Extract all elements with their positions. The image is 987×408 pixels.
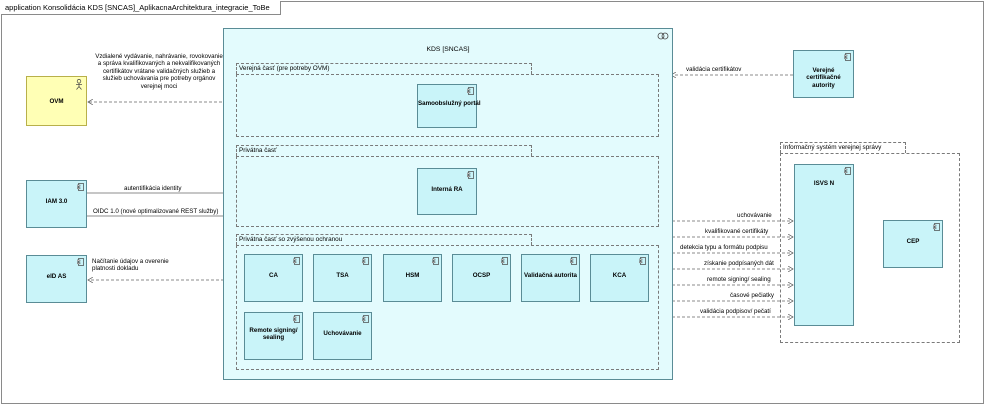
portal-label: Samoobslužný portál bbox=[418, 100, 481, 107]
component-icon bbox=[570, 257, 577, 265]
flow-iam-auth-label: autentifikácia identity bbox=[124, 185, 182, 192]
isvs-component[interactable]: ISVS N bbox=[794, 164, 854, 326]
component-icon bbox=[432, 257, 439, 265]
isvs-label: ISVS N bbox=[813, 180, 835, 187]
cert-authority-label: Verejné certifikačné autority bbox=[806, 67, 841, 89]
component-icon bbox=[362, 315, 369, 323]
flow-eid-label: Načítanie údajov a overenie platnosti do… bbox=[92, 258, 169, 273]
flow-isvs-label: časové pečiatky bbox=[730, 292, 775, 299]
module-storage[interactable]: Uchovávanie bbox=[313, 312, 372, 360]
component-icon bbox=[293, 315, 300, 323]
component-icon bbox=[501, 257, 508, 265]
flow-cert-label: validácia certifikátov bbox=[686, 66, 742, 73]
group-public bbox=[236, 74, 659, 137]
eid-component[interactable]: eID AS bbox=[26, 255, 87, 303]
ovm-actor[interactable]: OVM bbox=[26, 76, 87, 126]
module-ocsp[interactable]: OCSP bbox=[452, 254, 511, 302]
component-icon bbox=[844, 53, 851, 61]
module-validation-authority[interactable]: Validačná autorita bbox=[521, 254, 580, 302]
group-isvs bbox=[780, 153, 960, 343]
module-hsm[interactable]: HSM bbox=[383, 254, 442, 302]
group-secure bbox=[236, 245, 659, 370]
component-icon bbox=[77, 258, 84, 266]
flow-isvs-label: validácia podpisov/ pečatí bbox=[700, 308, 771, 315]
flow-isvs-label: uchovávanie bbox=[737, 212, 772, 219]
group-secure-tab: Privátna časť so zvýšenou ochranou bbox=[236, 234, 532, 245]
ra-component[interactable]: Interná RA bbox=[417, 168, 477, 215]
cep-label: CEP bbox=[906, 238, 920, 245]
component-icon bbox=[844, 167, 851, 175]
cep-component[interactable]: CEP bbox=[883, 220, 943, 268]
diagram-title: application Konsolidácia KDS [SNCAS]_Apl… bbox=[1, 1, 281, 15]
component-icon bbox=[362, 257, 369, 265]
module-ca[interactable]: CA bbox=[244, 254, 303, 302]
ovm-label: OVM bbox=[49, 98, 64, 105]
group-private-tab: Privátna časť bbox=[236, 145, 532, 156]
cert-authority-component[interactable]: Verejné certifikačné autority bbox=[793, 50, 854, 98]
module-tsa[interactable]: TSA bbox=[313, 254, 372, 302]
flow-isvs-label: detekcia typu a formátu podpisu bbox=[680, 244, 768, 251]
ra-label: Interná RA bbox=[431, 186, 463, 193]
component-icon bbox=[467, 87, 474, 95]
component-icon bbox=[293, 257, 300, 265]
portal-component[interactable]: Samoobslužný portál bbox=[417, 84, 481, 128]
flow-iam-oidc-label: OIDC 1.0 (nové optimalizované REST služb… bbox=[93, 208, 219, 215]
actor-icon bbox=[76, 79, 82, 90]
kds-title: KDS [SNCAS] bbox=[426, 46, 470, 53]
component-icon bbox=[933, 223, 940, 231]
flow-ovm-label: Vzdialené vydávanie, nahrávanie, rovokov… bbox=[95, 53, 223, 90]
flow-isvs-label: kvalifikované certifikáty bbox=[705, 228, 769, 235]
module-kca[interactable]: KCA bbox=[590, 254, 649, 302]
component-icon bbox=[467, 171, 474, 179]
component-icon bbox=[639, 257, 646, 265]
module-remote-signing[interactable]: Remote signing/ sealing bbox=[244, 312, 303, 360]
iam-label: IAM 3.0 bbox=[45, 198, 68, 205]
group-isvs-tab: Informačný systém verejnej správy bbox=[780, 142, 906, 153]
component-icon bbox=[77, 183, 84, 191]
iam-component[interactable]: IAM 3.0 bbox=[26, 180, 87, 228]
group-private bbox=[236, 156, 659, 227]
flow-isvs-label: remote signing/ sealing bbox=[707, 276, 771, 283]
flow-isvs-label: získanie podpísaných dát bbox=[704, 260, 774, 267]
flow-isvs-lines bbox=[672, 221, 793, 317]
group-public-tab: Verejná časť (pre potreby OVM) bbox=[236, 63, 532, 74]
eid-label: eID AS bbox=[46, 273, 67, 280]
kds-component-icon bbox=[657, 32, 669, 40]
